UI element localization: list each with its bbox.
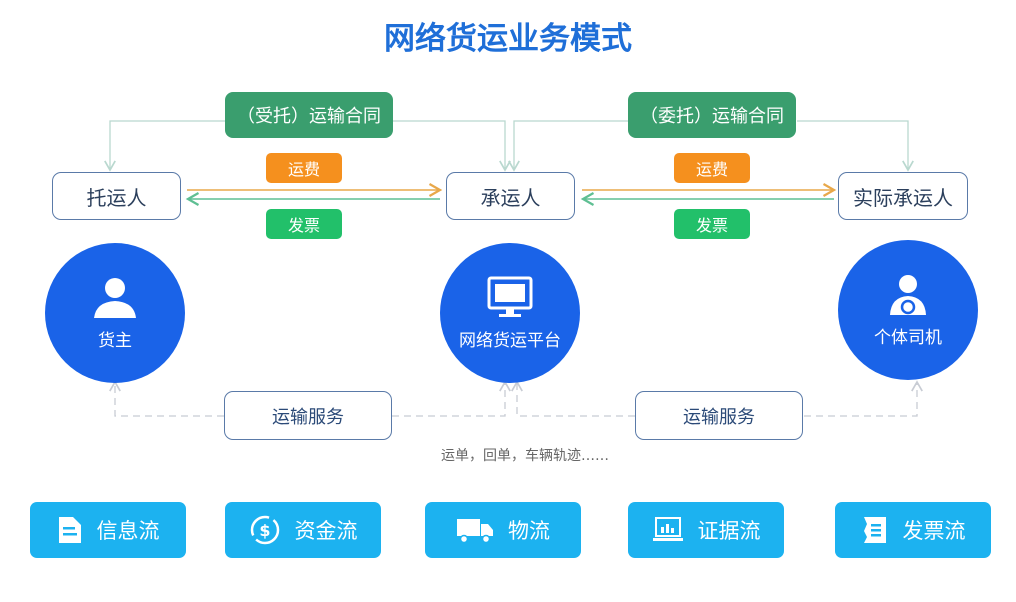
service-line	[392, 380, 511, 417]
role-carrier: 承运人	[446, 172, 575, 220]
flow-label: 信息流	[96, 519, 160, 543]
flow-label: 物流	[508, 519, 550, 543]
entity-label: 货主	[98, 330, 132, 351]
fee-tag: 运费	[674, 153, 750, 183]
contract-line	[392, 120, 511, 172]
money-cycle-icon: $	[250, 515, 279, 545]
role-shipper: 托运人	[52, 172, 181, 220]
entity-driver: 个体司机	[838, 240, 978, 380]
laptop-chart-icon	[652, 517, 683, 541]
entity-label: 网络货运平台	[459, 330, 561, 351]
flow-invoice: 发票流	[835, 502, 991, 558]
entity-label: 个体司机	[874, 327, 942, 348]
transport-service-box: 运输服务	[224, 391, 392, 440]
invoice-tag: 发票	[266, 209, 342, 239]
service-line	[511, 380, 635, 417]
document-icon	[58, 517, 81, 543]
service-line	[109, 380, 224, 417]
contract-line	[508, 120, 628, 172]
flow-information: 信息流	[30, 502, 186, 558]
service-caption: 运单，回单，车辆轨迹……	[441, 448, 609, 464]
service-line	[804, 380, 923, 417]
flow-funds: $ 资金流	[225, 502, 381, 558]
transport-service-box: 运输服务	[635, 391, 803, 440]
entrusted-contract-label: （受托）运输合同	[225, 92, 393, 138]
contract-line	[104, 120, 225, 172]
user-icon	[94, 277, 136, 318]
svg-text:$: $	[259, 521, 270, 540]
fee-tag: 运费	[266, 153, 342, 183]
driver-icon	[890, 274, 926, 315]
flow-logistics: 物流	[425, 502, 581, 558]
entity-cargo-owner: 货主	[45, 243, 185, 383]
flow-label: 证据流	[697, 519, 761, 543]
flow-evidence: 证据流	[628, 502, 784, 558]
receipt-icon	[863, 517, 886, 543]
monitor-icon	[487, 276, 533, 317]
contract-line	[797, 120, 914, 172]
commissioned-contract-label: （委托）运输合同	[628, 92, 796, 138]
entity-platform: 网络货运平台	[440, 243, 580, 383]
truck-icon	[457, 519, 493, 544]
invoice-tag: 发票	[674, 209, 750, 239]
flow-label: 发票流	[902, 519, 966, 543]
role-actual-carrier: 实际承运人	[838, 172, 968, 220]
flow-label: 资金流	[294, 519, 358, 543]
page-title: 网络货运业务模式	[384, 20, 632, 57]
